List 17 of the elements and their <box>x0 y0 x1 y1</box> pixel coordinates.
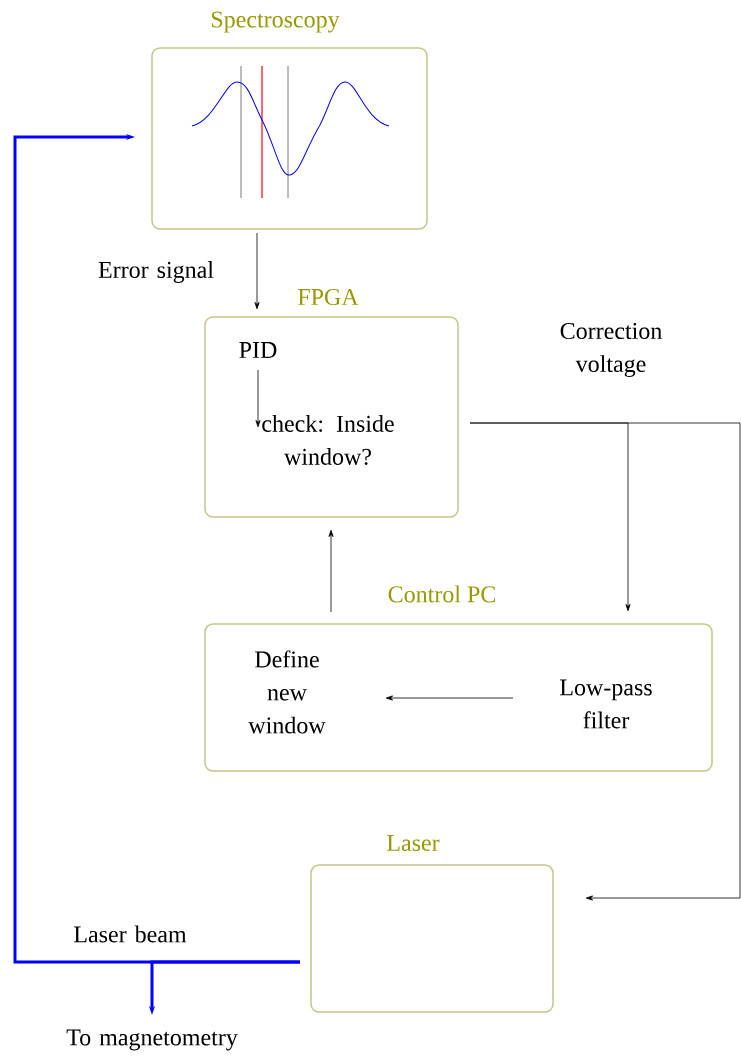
arrow <box>385 695 514 701</box>
node-text: Low-pass filter <box>560 679 652 729</box>
node-text: check: Inside window? <box>262 415 394 465</box>
box-heading: Laser <box>387 835 440 851</box>
box-heading: FPGA <box>298 288 359 306</box>
arrow <box>328 529 334 613</box>
edge-label: Error signal <box>98 261 214 283</box>
box-heading: Control PC <box>388 585 496 603</box>
box-heading: Spectroscopy <box>211 11 340 33</box>
node-text: PID <box>239 342 277 358</box>
node-text: To magnetometry <box>66 1029 238 1051</box>
node-text: Define new window <box>248 650 326 734</box>
arrow <box>469 422 741 901</box>
edge-label: Laser beam <box>74 925 187 943</box>
arrow <box>255 369 261 428</box>
edge-label: Correction voltage <box>560 322 662 378</box>
arrow <box>254 232 260 310</box>
